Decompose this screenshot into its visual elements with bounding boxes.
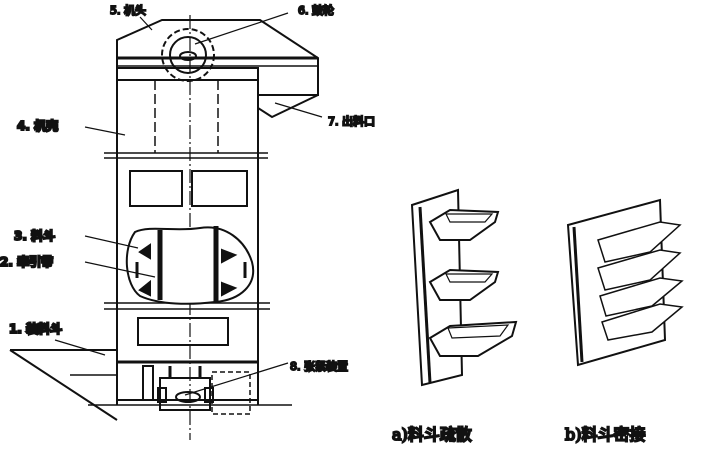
- caption-dense: b)料斗密接: [565, 425, 646, 444]
- caption-sparse: a)料斗疏散: [392, 425, 472, 444]
- buckets-cutaway: [125, 226, 255, 305]
- label-outlet: 7. 出料口: [328, 114, 375, 128]
- label-casing: 4. 机壳: [17, 118, 58, 133]
- label-drum: 6. 鼓轮: [298, 3, 334, 17]
- sparse-bucket-belt: [410, 188, 518, 387]
- label-bucket: 3. 料斗: [14, 228, 55, 243]
- elevator-head: [116, 19, 319, 96]
- dense-bucket-belt: [566, 198, 684, 367]
- label-head: 5. 机头: [110, 3, 146, 17]
- hopper: [9, 349, 118, 421]
- casing: [88, 15, 292, 440]
- label-hopper: 1. 装料斗: [9, 321, 62, 336]
- label-belt: 2. 牵引带: [0, 254, 53, 269]
- label-tensioner: 8. 张紧装置: [290, 360, 348, 373]
- drum: [161, 28, 215, 82]
- tensioner: [142, 365, 251, 415]
- leader-lines: [54, 12, 323, 396]
